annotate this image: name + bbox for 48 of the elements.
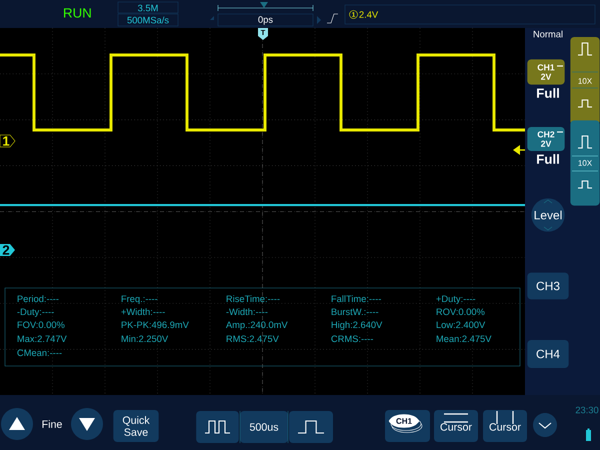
measurement-text: Mean:2.475V (436, 336, 492, 342)
measurement-text: +Width:---- (121, 308, 165, 316)
measurement-text: PK-PK:496.9mV (122, 322, 189, 328)
readout-text: 500MSa/s (127, 16, 169, 24)
channel-button: CH4 (527, 340, 569, 368)
channel-button: CH2 2V (527, 127, 565, 151)
measurement-text: FallTime:---- (332, 295, 381, 302)
cursor-button: Cursor (483, 410, 527, 442)
level-knob: Level (531, 198, 565, 232)
status-text: RUN (64, 8, 91, 18)
measurement-text: Freq.:---- (122, 296, 158, 304)
measurement-text: High:2.640V (332, 321, 382, 330)
readout-text: 3.5M (138, 4, 158, 12)
measurement-text: FOV:0.00% (18, 322, 64, 328)
measurement-text: +Duty:---- (436, 296, 476, 304)
channel-number: 1 (3, 136, 10, 146)
measurement-text: CMean:---- (17, 350, 62, 356)
clock-text: 23:30 (576, 406, 598, 414)
measurement-text: Min:2.250V (122, 335, 168, 342)
channel-label: CH1 (388, 416, 420, 426)
pulse-button (196, 411, 239, 443)
measurement-text: RiseTime:---- (226, 295, 280, 302)
measurement-text: Amp.:240.0mV (226, 322, 288, 330)
measurement-text: Low:2.400V (436, 322, 486, 328)
channel-button: CH1 2V (527, 59, 565, 85)
node-label: 500us (250, 423, 278, 431)
measurement-text: CRMS:---- (331, 336, 374, 342)
pulse-button (289, 411, 333, 443)
measurement-text: ROV:0.00% (436, 308, 485, 316)
channel-button: CH3 (527, 272, 569, 300)
mode-text: Normal (534, 30, 562, 38)
probe-panel: 10X (570, 120, 600, 206)
measurement-text: BurstW.:---- (332, 308, 378, 316)
measurement-text: Period:---- (18, 295, 59, 302)
measurement-text: Max:2.747V (18, 336, 67, 342)
measurement-text: -Width:---- (226, 308, 268, 316)
timebase-button: 500us (240, 411, 288, 443)
save-button: Quick Save (113, 410, 159, 442)
trigger-level-text: 2.4V (359, 11, 378, 18)
range-text: Full (537, 88, 559, 98)
range-text: Full (537, 154, 559, 164)
channel-number: 2 (2, 245, 10, 255)
measurement-text: RMS:2.475V (226, 336, 279, 342)
readout-text: 0ps (258, 16, 273, 25)
fine-text: Fine (42, 420, 62, 428)
measurement-text: -Duty:---- (17, 308, 54, 317)
more-button (533, 413, 557, 437)
cursor-button: Cursor (434, 410, 478, 442)
